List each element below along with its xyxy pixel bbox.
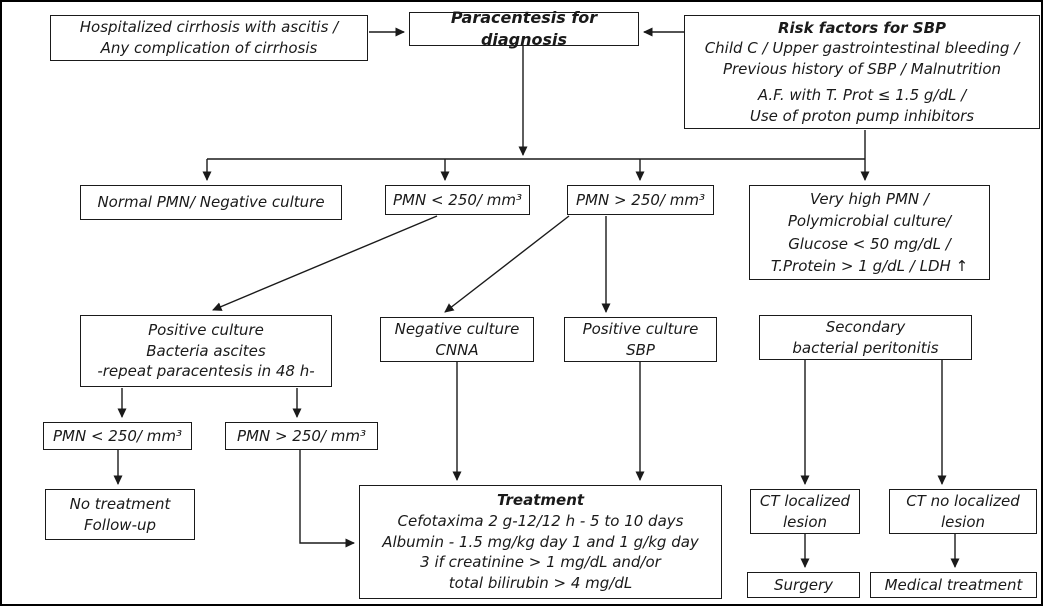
node-line: Polymicrobial culture/ <box>787 212 952 230</box>
node-line: A.F. with T. Prot ≤ 1.5 g/dL / <box>757 85 967 104</box>
node-line: CT localized <box>759 491 851 510</box>
node-hospitalized-cirrhosis: Hospitalized cirrhosis with ascitis / An… <box>50 15 368 61</box>
node-line: Follow-up <box>83 515 157 534</box>
node-pmn-above-250-repeat: PMN > 250/ mm³ <box>225 422 378 450</box>
node-line: Normal PMN/ Negative culture <box>97 193 325 212</box>
node-pmn-below-250-repeat: PMN < 250/ mm³ <box>43 422 192 450</box>
node-line: CT no localized <box>906 491 1020 510</box>
node-line: Negative culture <box>394 319 520 338</box>
node-line: CNNA <box>435 340 479 359</box>
node-line: total bilirubin > 4 mg/dL <box>448 574 633 593</box>
node-line: Medical treatment <box>884 575 1023 594</box>
node-line: Any complication of cirrhosis <box>100 39 318 57</box>
node-line: Very high PMN / <box>810 189 929 208</box>
node-line: 3 if creatinine > 1 mg/dL and/or <box>420 553 661 572</box>
node-line: lesion <box>782 512 828 531</box>
node-line: Albumin - 1.5 mg/kg day 1 and 1 g/kg day <box>382 532 699 551</box>
node-line: Previous history of SBP / Malnutrition <box>722 60 1002 79</box>
node-line: Secondary <box>825 317 906 336</box>
node-title: Treatment <box>496 491 585 510</box>
node-paracentesis-for-diagnosis: Paracentesis for diagnosis <box>409 8 639 49</box>
node-risk-factors-sbp: Risk factors for SBP Child C / Upper gas… <box>684 15 1040 129</box>
node-line: Positive culture <box>582 319 699 338</box>
node-line: PMN > 250/ mm³ <box>236 426 366 445</box>
node-line: PMN > 250/ mm³ <box>575 190 705 209</box>
node-line: T.Protein > 1 g/dL / LDH ↑ <box>770 257 969 275</box>
node-title: Risk factors for SBP <box>777 18 947 37</box>
node-line: Use of proton pump inhibitors <box>749 106 975 125</box>
node-line: Bacteria ascites <box>146 341 266 360</box>
node-line: Glucose < 50 mg/dL / <box>788 234 951 253</box>
node-line: Hospitalized cirrhosis with ascitis / <box>79 18 339 37</box>
node-ct-localized-lesion: CT localized lesion <box>750 489 860 534</box>
node-line: Child C / Upper gastrointestinal bleedin… <box>704 39 1020 58</box>
node-normal-pmn-negative-culture: Normal PMN/ Negative culture <box>80 185 342 220</box>
node-bacteria-ascites: Positive culture Bacteria ascites -repea… <box>80 315 332 387</box>
connector-group <box>113 27 960 568</box>
node-secondary-bacterial-peritonitis: Secondary bacterial peritonitis <box>759 315 972 360</box>
node-surgery: Surgery <box>747 572 860 598</box>
node-line: Surgery <box>774 575 833 594</box>
node-line: PMN < 250/ mm³ <box>392 190 522 209</box>
node-no-treatment-follow-up: No treatment Follow-up <box>45 489 195 540</box>
node-ct-no-localized-lesion: CT no localized lesion <box>889 489 1037 534</box>
node-line: SBP <box>626 340 655 359</box>
node-line: -repeat paracentesis in 48 h- <box>97 362 315 381</box>
node-line: PMN < 250/ mm³ <box>52 426 182 445</box>
node-line: Paracentesis for diagnosis <box>450 7 598 49</box>
node-line: bacterial peritonitis <box>792 338 939 357</box>
node-positive-culture-sbp: Positive culture SBP <box>564 317 717 362</box>
node-line: Positive culture <box>148 320 264 339</box>
node-medical-treatment: Medical treatment <box>870 572 1037 598</box>
node-treatment: Treatment Cefotaxima 2 g-12/12 h - 5 to … <box>359 485 722 599</box>
node-line: No treatment <box>69 494 171 513</box>
node-pmn-above-250: PMN > 250/ mm³ <box>567 185 714 215</box>
node-line: Cefotaxima 2 g-12/12 h - 5 to 10 days <box>397 511 684 530</box>
node-line: lesion <box>940 512 986 531</box>
node-very-high-pmn: Very high PMN / Polymicrobial culture/ G… <box>749 185 990 280</box>
node-pmn-below-250: PMN < 250/ mm³ <box>385 185 530 215</box>
node-negative-culture-cnna: Negative culture CNNA <box>380 317 534 362</box>
